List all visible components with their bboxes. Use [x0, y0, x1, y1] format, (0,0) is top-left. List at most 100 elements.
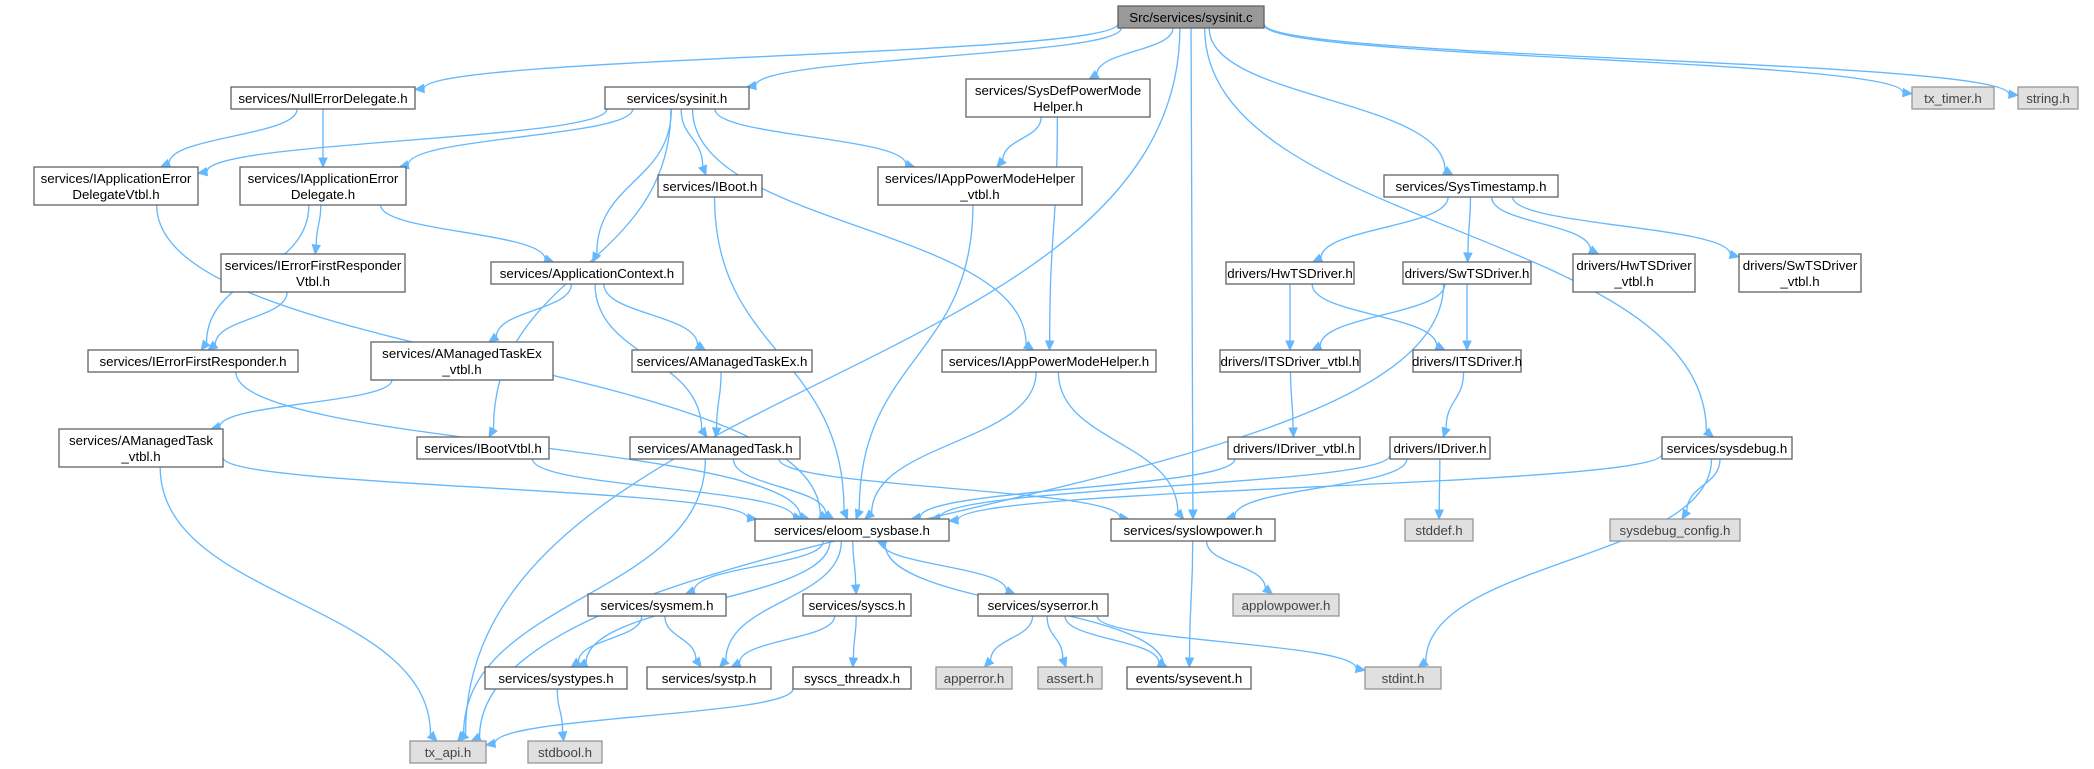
node-apperr: apperror.h: [935, 666, 1013, 690]
node-swTs[interactable]: drivers/SwTSDriver.h: [1402, 261, 1532, 285]
edge-line: [423, 23, 1119, 90]
edge-aMT-to-eloom: [732, 458, 835, 520]
node-label: services/syscs.h: [809, 598, 906, 613]
node-aMTvtbl[interactable]: services/AManagedTask_vtbl.h: [58, 428, 224, 468]
edge-line: [1263, 24, 1904, 93]
node-swTsVtbl[interactable]: drivers/SwTSDriver_vtbl.h: [1738, 253, 1862, 293]
node-box: [416, 436, 550, 460]
edge-arrowhead: [746, 513, 758, 523]
node-label: services/sysdebug.h: [1667, 441, 1787, 456]
edge-root-to-sysDefPM: [1088, 27, 1174, 80]
edge-root-to-sysTs: [1208, 27, 1454, 176]
node-box: [87, 349, 299, 373]
node-stddef: stddef.h: [1404, 518, 1474, 542]
edge-arrowhead: [311, 244, 322, 256]
edge-arrowhead: [570, 657, 582, 668]
edge-sysdebug-to-eloom: [947, 453, 1663, 525]
node-box: [1037, 666, 1103, 690]
node-sysevent[interactable]: events/sysevent.h: [1126, 666, 1252, 690]
edge-line: [714, 108, 907, 165]
edge-sysDefPM-to-iAppPMvtbl: [996, 116, 1042, 168]
edge-arrowhead: [200, 339, 211, 351]
node-label: services/systypes.h: [498, 671, 613, 686]
edge-arrowhead: [1261, 584, 1274, 595]
node-label: _vtbl.h: [1613, 274, 1653, 289]
edge-appCtx-to-aMTEx: [603, 283, 707, 351]
node-itsVtbl[interactable]: drivers/ITSDriver_vtbl.h: [1219, 349, 1361, 373]
node-label: Delegate.h: [291, 187, 355, 202]
node-syslp[interactable]: services/syslowpower.h: [1110, 518, 1276, 542]
node-box: [604, 86, 750, 110]
node-syscs[interactable]: services/syscs.h: [802, 593, 912, 617]
node-aMTExVtbl[interactable]: services/AManagedTaskEx_vtbl.h: [370, 341, 554, 381]
node-aMTEx[interactable]: services/AManagedTaskEx.h: [631, 349, 813, 373]
node-box: [1412, 349, 1522, 373]
node-systp[interactable]: services/systp.h: [646, 666, 772, 690]
edge-sysTs-to-swTs: [1463, 196, 1473, 264]
node-nullErr[interactable]: services/NullErrorDelegate.h: [230, 86, 416, 110]
node-its[interactable]: drivers/ITSDriver.h: [1412, 349, 1522, 373]
node-iDrv[interactable]: drivers/IDriver.h: [1389, 436, 1491, 460]
node-box: [1404, 518, 1474, 542]
node-iAppPM[interactable]: services/IAppPowerModeHelper.h: [941, 349, 1157, 373]
edge-arrowhead: [318, 157, 328, 169]
node-systypes[interactable]: services/systypes.h: [484, 666, 628, 690]
edge-arrowhead: [1462, 340, 1472, 352]
edge-line: [1445, 371, 1465, 429]
node-hwTs[interactable]: drivers/HwTSDriver.h: [1225, 261, 1355, 285]
node-txTimer: tx_timer.h: [1911, 86, 1995, 110]
node-iErrFR[interactable]: services/IErrorFirstResponder.h: [87, 349, 299, 373]
edge-line: [1049, 116, 1059, 342]
node-label: drivers/ITSDriver_vtbl.h: [1221, 354, 1360, 369]
node-iBoot[interactable]: services/IBoot.h: [657, 174, 763, 198]
edge-appCtx-to-aMTExVtbl: [487, 283, 573, 343]
edge-swTs-to-itsVtbl: [1311, 283, 1446, 351]
edge-line: [556, 688, 564, 733]
node-label: drivers/HwTSDriver.h: [1227, 266, 1353, 281]
node-label: services/IApplicationError: [41, 171, 192, 186]
node-label: drivers/IDriver.h: [1393, 441, 1486, 456]
node-assert: assert.h: [1037, 666, 1103, 690]
edge-iErrFRVtbl-to-iErrFR: [207, 291, 288, 351]
node-box: [370, 341, 554, 381]
node-box: [409, 740, 487, 764]
node-hwTsVtbl[interactable]: drivers/HwTSDriver_vtbl.h: [1572, 253, 1696, 293]
edge-line: [603, 283, 699, 346]
edge-line: [919, 458, 1236, 518]
node-label: drivers/SwTSDriver: [1743, 258, 1858, 273]
edge-sysinitH-to-iAppPM: [691, 108, 1035, 351]
edge-arrowhead: [863, 509, 876, 520]
node-threadx[interactable]: syscs_threadx.h: [792, 666, 912, 690]
node-label: services/AManagedTask: [69, 433, 213, 448]
edge-hwTs-to-its: [1311, 283, 1446, 351]
edge-arrowhead: [711, 427, 722, 439]
edge-line: [1234, 458, 1408, 517]
edge-line: [478, 283, 1445, 738]
node-sysTs[interactable]: services/SysTimestamp.h: [1383, 174, 1559, 198]
edge-line: [858, 204, 974, 511]
node-iAppPMvtbl[interactable]: services/IAppPowerModeHelper_vtbl.h: [877, 166, 1083, 206]
node-label: services/IApplicationError: [248, 171, 399, 186]
node-appCtx[interactable]: services/ApplicationContext.h: [490, 261, 684, 285]
node-syserror[interactable]: services/syserror.h: [977, 593, 1109, 617]
edge-iAppErr-to-iErrFRVtbl: [311, 204, 322, 256]
node-box: [1225, 261, 1355, 285]
node-box: [1911, 86, 1995, 110]
edge-arrowhead: [996, 156, 1007, 168]
edge-nullErr-to-iAppErr: [318, 109, 328, 169]
node-sysinitH[interactable]: services/sysinit.h: [604, 86, 750, 110]
node-aMT[interactable]: services/AManagedTask.h: [629, 436, 801, 460]
node-box: [1364, 666, 1442, 690]
edge-sysmem-to-systp: [664, 615, 702, 669]
node-eloom[interactable]: services/eloom_sysbase.h: [754, 518, 950, 542]
node-iDrvVtbl[interactable]: drivers/IDriver_vtbl.h: [1227, 436, 1361, 460]
node-iBootVtbl[interactable]: services/IBootVtbl.h: [416, 436, 550, 460]
node-sysmem[interactable]: services/sysmem.h: [587, 593, 727, 617]
edge-arrowhead: [488, 426, 498, 439]
node-sysdebug[interactable]: services/sysdebug.h: [1661, 436, 1793, 460]
node-box: [631, 349, 813, 373]
